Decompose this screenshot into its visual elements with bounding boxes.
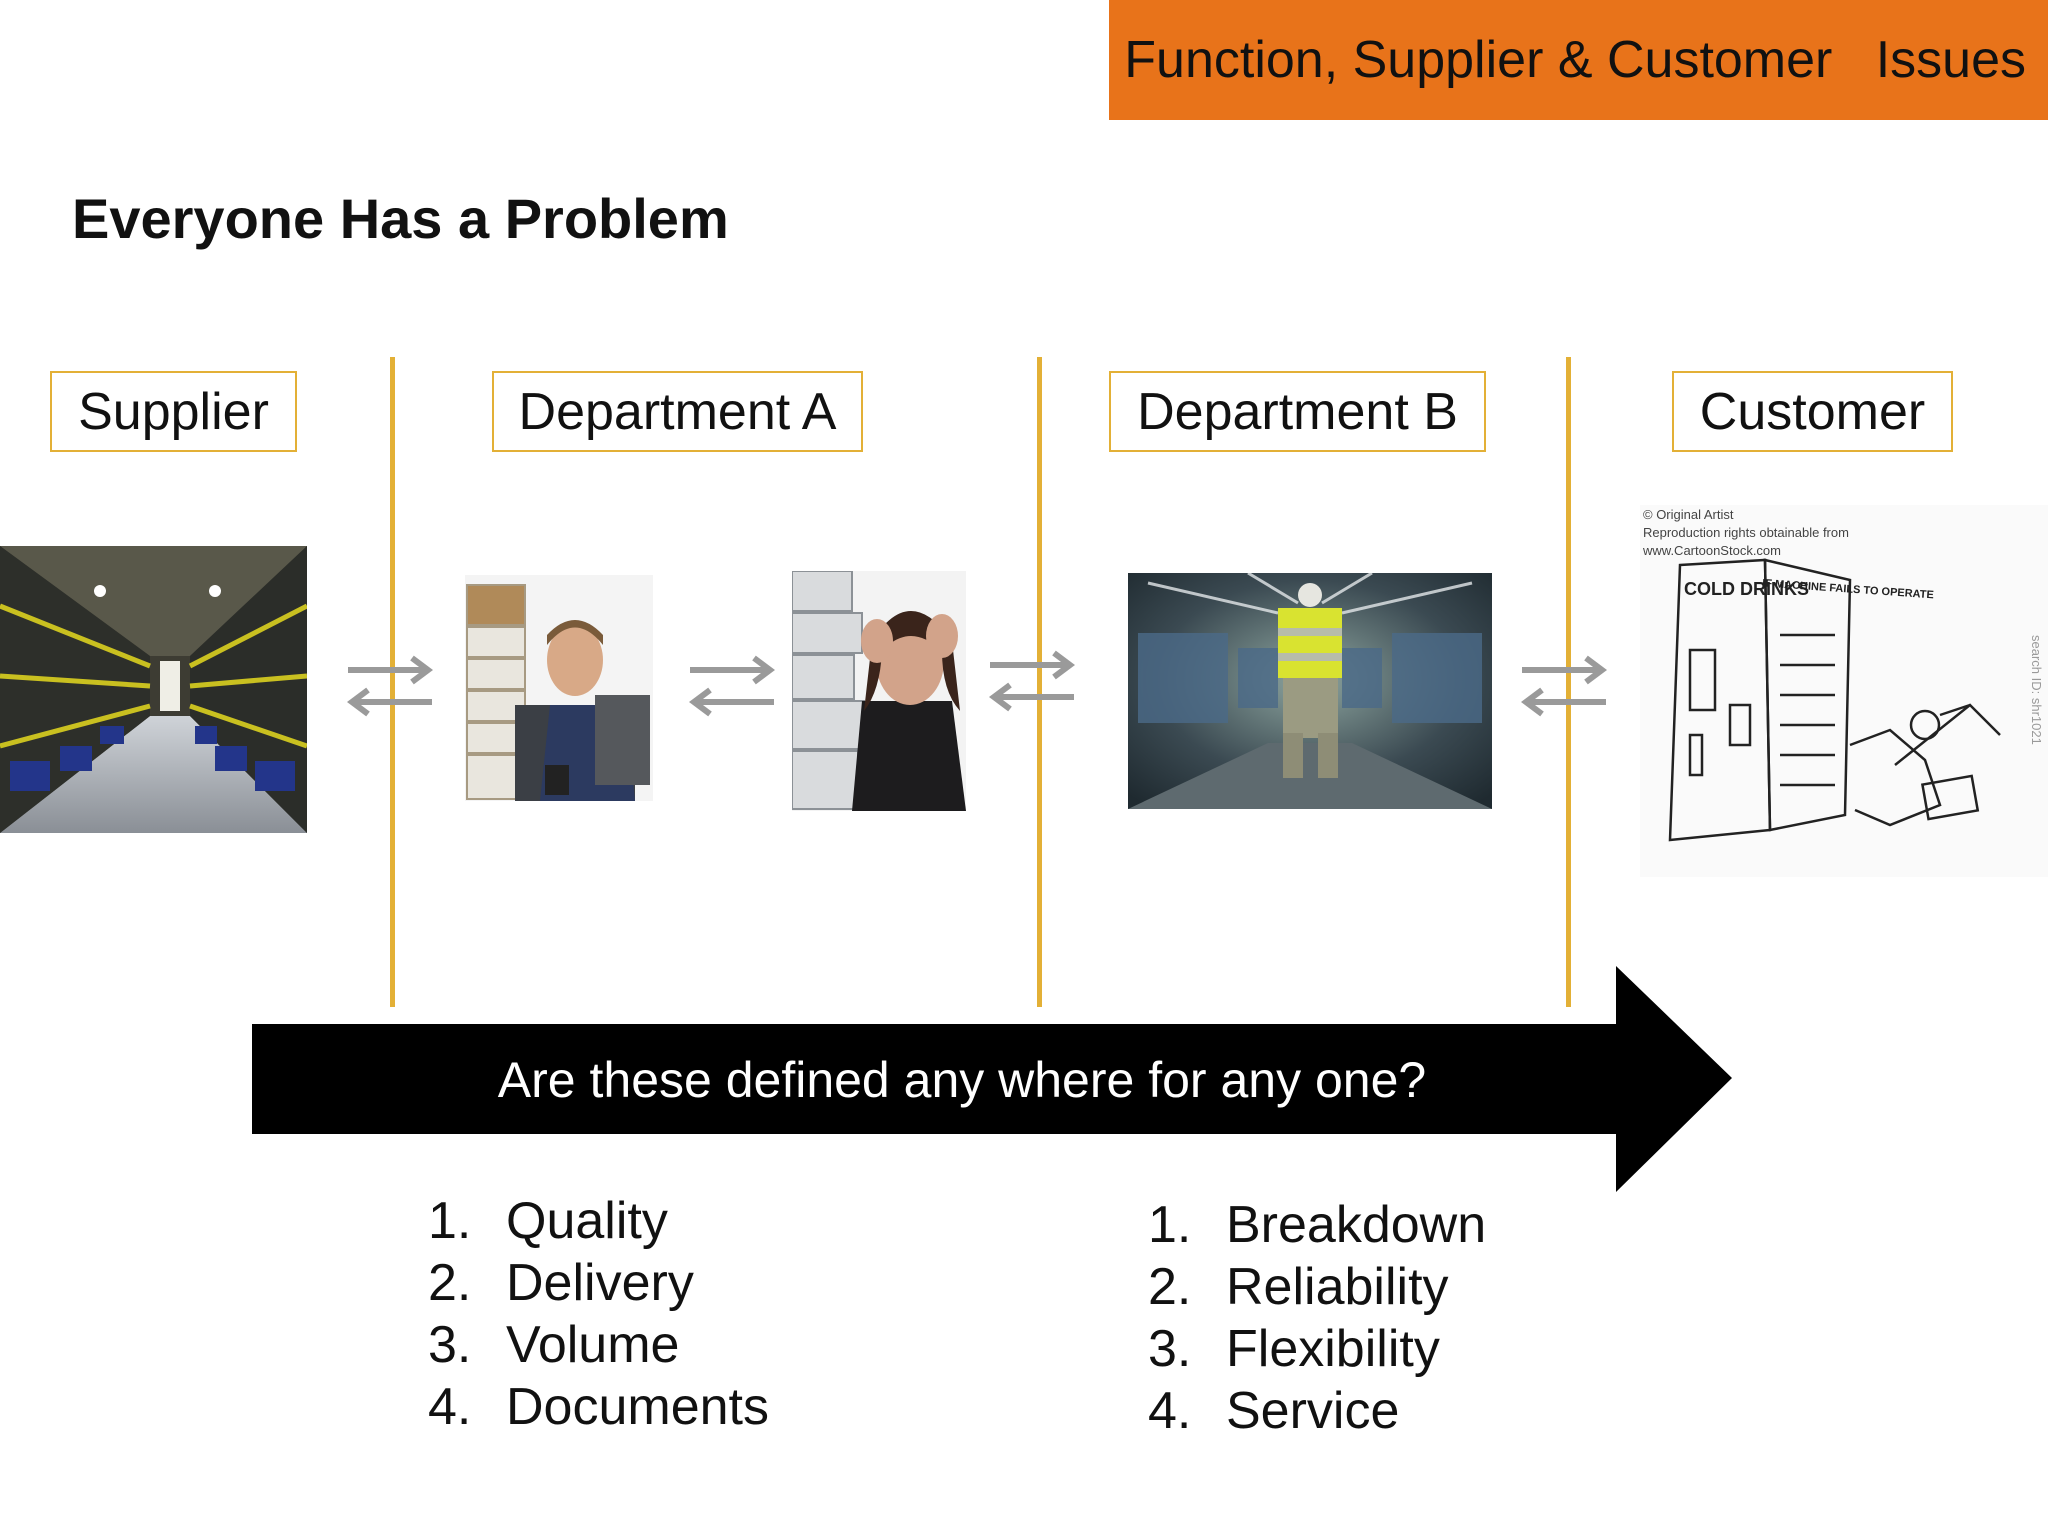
issues-list-right: 1.Breakdown 2.Reliability 3.Flexibility … <box>1148 1194 1486 1442</box>
process-flow-arrow <box>252 966 1732 1192</box>
cartoon-side-text: search ID: shr1021 <box>2029 635 2044 745</box>
list-item: 3.Flexibility <box>1148 1320 1440 1378</box>
list-item: 4.Service <box>1148 1382 1400 1440</box>
exchange-arrows-icon <box>989 650 1075 712</box>
cartoon-credit-line3: www.CartoonStock.com <box>1642 543 1781 558</box>
list-item: 1.Breakdown <box>1148 1196 1487 1254</box>
stage-label-department-a: Department A <box>492 371 863 452</box>
stage-label-supplier: Supplier <box>50 371 297 452</box>
cartoon-sign-left: COLD DRINKS <box>1684 579 1809 599</box>
list-item: 3.Volume <box>428 1316 680 1374</box>
vending-machine-cartoon: © Original Artist Reproduction rights ob… <box>1640 505 2048 877</box>
cartoon-credit-line1: © Original Artist <box>1643 507 1734 522</box>
issues-list-left: 1.Quality 2.Delivery 3.Volume 4.Document… <box>428 1190 769 1438</box>
stressed-woman-image <box>792 571 966 811</box>
divider-line <box>1037 357 1042 1007</box>
header-band: Function, Supplier & Customer Issues <box>1109 0 2048 120</box>
exchange-arrows-icon <box>347 655 433 717</box>
warehouse-image <box>0 546 307 833</box>
arrow-caption: Are these defined any where for any one? <box>497 1052 1427 1108</box>
exchange-arrows-icon <box>689 655 775 717</box>
stage-label-customer: Customer <box>1672 371 1953 452</box>
office-worker-image <box>465 575 653 801</box>
divider-line <box>1566 357 1571 1007</box>
list-item: 2.Delivery <box>428 1254 694 1312</box>
page-title: Everyone Has a Problem <box>72 187 729 250</box>
warehouse-worker-image <box>1128 573 1492 809</box>
cartoon-credit-line2: Reproduction rights obtainable from <box>1643 525 1849 540</box>
stage-label-department-b: Department B <box>1109 371 1486 452</box>
list-item: 4.Documents <box>428 1378 769 1436</box>
header-title: Function, Supplier & Customer Issues <box>1124 31 2026 89</box>
exchange-arrows-icon <box>1521 655 1607 717</box>
list-item: 2.Reliability <box>1148 1258 1449 1316</box>
divider-line <box>390 357 395 1007</box>
list-item: 1.Quality <box>428 1192 668 1250</box>
